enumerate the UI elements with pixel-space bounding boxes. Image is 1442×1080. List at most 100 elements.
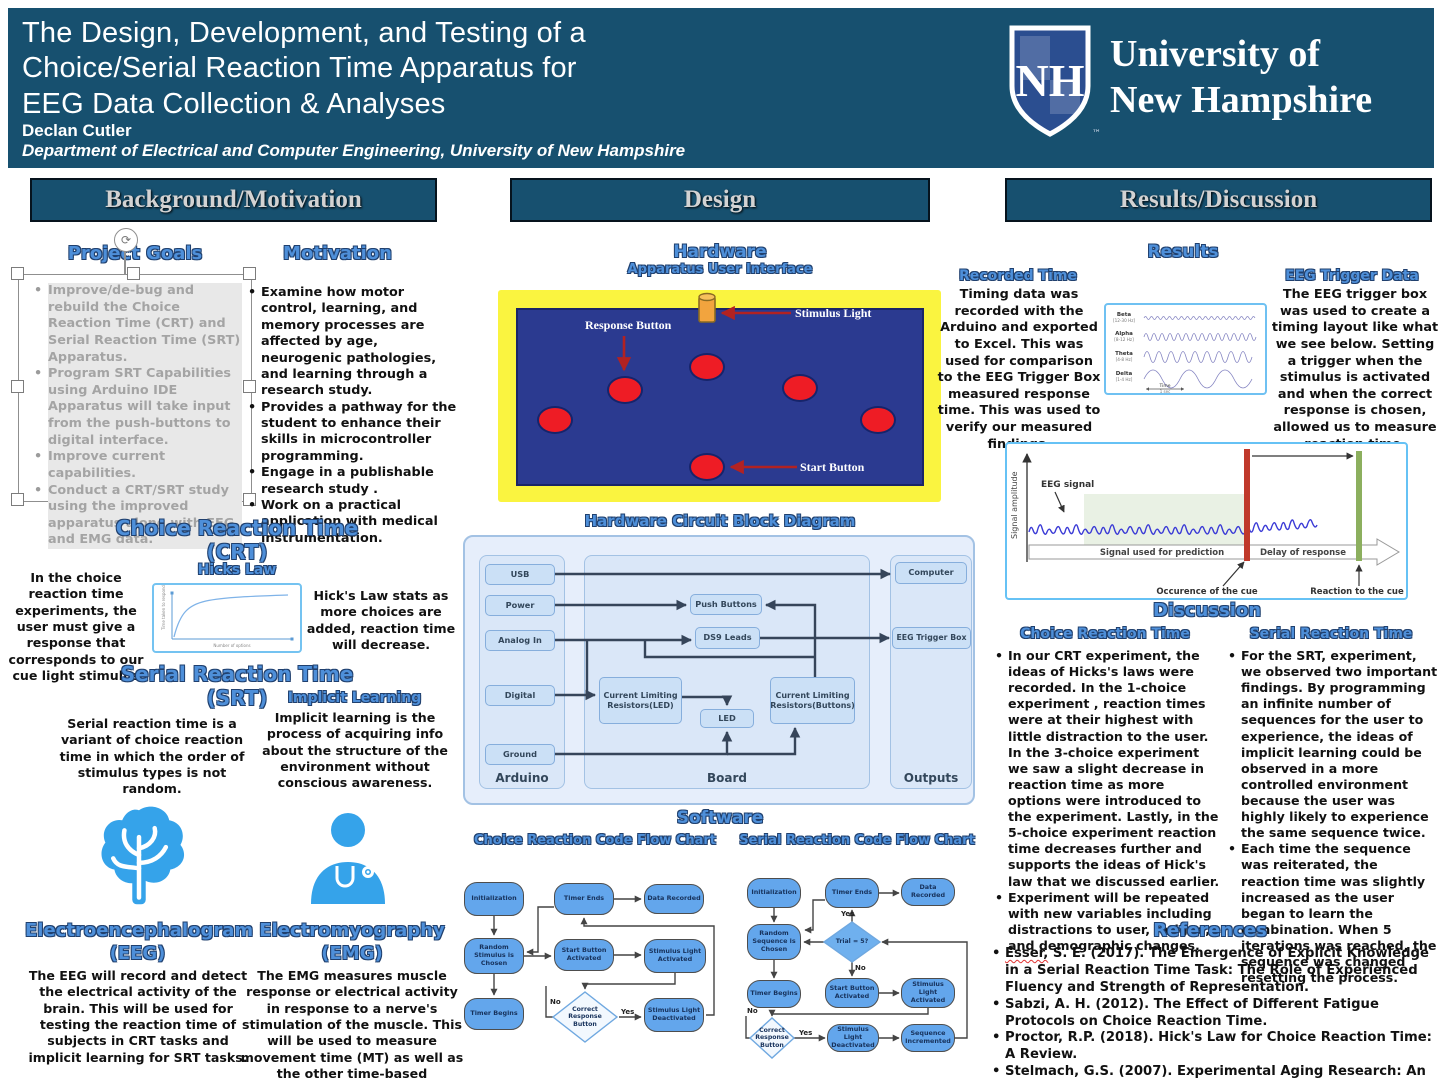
- list-item: •Conduct a CRT/SRT study using the impro…: [34, 482, 242, 549]
- selection-handle-mid-left[interactable]: [11, 380, 24, 393]
- software-heading: Software: [676, 808, 764, 828]
- hicks-law-note: Hick's Law stats as more choices are add…: [306, 588, 456, 653]
- bullet-marker: •: [1228, 648, 1237, 663]
- selection-handle-top-left[interactable]: [11, 267, 24, 280]
- svg-text:[1-4 Hz]: [1-4 Hz]: [1116, 377, 1133, 382]
- list-item: •In our CRT experiment, the ideas of Hic…: [995, 648, 1221, 890]
- serial-flow-chart: Initialization Timer Ends Data Recorded …: [745, 852, 981, 1066]
- reference-text: Sabzi, A. H. (2012). The Effect of Diffe…: [1005, 996, 1379, 1029]
- emg-description: The EMG measures muscle response or elec…: [240, 968, 464, 1080]
- title-line-2: Choice/Serial Reaction Time Apparatus fo…: [22, 52, 577, 85]
- svg-text:Number of options: Number of options: [213, 643, 250, 648]
- list-item: •Stelmach, G.S. (2007). Experimental Agi…: [992, 1064, 1442, 1080]
- crt-heading2: (CRT): [206, 540, 268, 564]
- eeg-trigger-heading: EEG Trigger Data: [1285, 268, 1419, 284]
- discussion-srt-list: •For the SRT, experiment, we observed tw…: [1228, 648, 1440, 986]
- reference-text: Stelmach, G.S. (2007). Experimental Agin…: [1005, 1064, 1426, 1080]
- flow-label-no: No: [550, 998, 561, 1006]
- references-list: • Esser, S. E. (2017). The Emergence of …: [992, 946, 1442, 1080]
- outputs-group: [890, 555, 972, 789]
- circuit-block-diagram: USB Power Analog In Digital Ground Push …: [463, 535, 975, 805]
- apparatus-diagram: Response Button Stimulus Light Start But…: [498, 290, 941, 502]
- selection-handle-bottom-left[interactable]: [11, 493, 24, 506]
- reference-text: Proctor, R.P. (2018). Hick's Law for Cho…: [1005, 1030, 1432, 1063]
- node-ds9-leads: DS9 Leads: [695, 627, 760, 649]
- list-item: •Proctor, R.P. (2018). Hick's Law for Ch…: [992, 1030, 1442, 1064]
- svg-text:Beta: Beta: [1117, 312, 1132, 318]
- srt-description: Serial reaction time is a variant of cho…: [59, 716, 245, 797]
- svg-text:Signal amplitude: Signal amplitude: [1010, 471, 1019, 539]
- flow-label-no: No: [747, 1007, 758, 1015]
- eeg-heading: Electroencephalogram: [25, 920, 254, 941]
- bullet-marker: [34, 399, 48, 449]
- arduino-label: Arduino: [495, 771, 549, 785]
- stimulus-light-label: Stimulus Light: [795, 306, 872, 320]
- selection-handle-mid-right[interactable]: [243, 380, 256, 393]
- flow-node-trial-check: Trial = 5?: [835, 938, 869, 946]
- response-button-label: Response Button: [585, 318, 672, 332]
- bullet-marker: •: [248, 497, 257, 513]
- bullet-text: For the SRT, experiment, we observed two…: [1241, 648, 1438, 841]
- emg-heading: Electromyography: [259, 920, 445, 941]
- bullet-marker: •: [1228, 841, 1237, 857]
- misspelled-word: Esser,: [1005, 946, 1049, 961]
- board-label: Board: [707, 771, 747, 785]
- svg-text:Alpha: Alpha: [1115, 331, 1133, 337]
- rotate-handle-icon[interactable]: ⟳: [114, 228, 138, 252]
- selection-handle-top-center[interactable]: [127, 267, 140, 280]
- bullet-text: Improve/de-bug and rebuild the Choice Re…: [48, 283, 242, 367]
- bullet-text: In our CRT experiment, the ideas of Hick…: [1008, 648, 1220, 889]
- node-push-buttons: Push Buttons: [690, 594, 762, 615]
- eeg-bands-plot: Beta [12-30 Hz] Alpha [8-12 Hz] Theta [4…: [1113, 312, 1257, 393]
- list-item: •Provides a pathway for the student to e…: [248, 400, 458, 466]
- bullet-marker: •: [995, 889, 1004, 905]
- node-clr-buttons: Current Limiting Resistors(Buttons): [770, 677, 855, 724]
- svg-text:Theta: Theta: [1115, 351, 1133, 357]
- results-heading: Results: [1147, 242, 1219, 262]
- list-item: • Esser, S. E. (2017). The Emergence of …: [992, 946, 1442, 997]
- apparatus-arrows: [616, 305, 797, 475]
- response-button[interactable]: [607, 376, 643, 404]
- start-button[interactable]: [689, 453, 725, 481]
- srt-heading2: (SRT): [206, 686, 268, 710]
- flow-node-timer-ends: Timer Ends: [554, 883, 614, 915]
- start-button-label: Start Button: [800, 460, 865, 474]
- motivation-list: •Examine how motor control, learning, an…: [248, 285, 458, 547]
- eeg-description: The EEG will record and detect the elect…: [28, 968, 248, 1065]
- response-button[interactable]: [689, 353, 725, 381]
- poster-title: The Design, Development, and Testing of …: [22, 16, 586, 122]
- hicks-law-chart: Time taken to respond Number of options: [152, 583, 302, 653]
- eeg-heading2: (EEG): [109, 943, 166, 964]
- eeg-trigger-text: The EEG trigger box was used to create a…: [1271, 287, 1439, 452]
- banner-background-motivation: Background/Motivation: [30, 178, 437, 222]
- choice-flow-arrows: [490, 895, 715, 1043]
- university-line1: University of: [1110, 33, 1321, 75]
- node-analog-in: Analog In: [485, 630, 555, 651]
- node-digital: Digital: [485, 685, 555, 706]
- bullet-text: Improve current capabilities.: [48, 449, 242, 483]
- implicit-learning-heading: Implicit Learning: [287, 690, 422, 706]
- flow-node-correct-response: Correct Response Button: [568, 1006, 602, 1028]
- header: The Design, Development, and Testing of …: [8, 8, 1434, 168]
- crt-description: In the choice reaction time experiments,…: [8, 570, 144, 684]
- circuit-heading: Hardware Circuit Block Diagram: [584, 512, 856, 530]
- choice-flow-chart: Initialization Timer Ends Data Recorded …: [458, 852, 724, 1062]
- node-ground: Ground: [485, 744, 555, 765]
- response-button[interactable]: [860, 406, 896, 434]
- flow-node-initialization: Initialization: [747, 878, 801, 908]
- bullet-text: Experiment will be repeated with new var…: [1008, 889, 1212, 953]
- brain-icon: [101, 806, 185, 905]
- unh-shield-logo-icon: NH ™: [1009, 25, 1100, 139]
- flow-node-random-sequence: Random Sequence is Chosen: [747, 924, 801, 960]
- reference-text: Esser, S. E. (2017). The Emergence of Ex…: [1005, 946, 1442, 997]
- flow-node-start-button-activated: Start Button Activated: [825, 978, 879, 1008]
- list-item: •Work on a practical application with me…: [248, 498, 458, 547]
- selection-handle-bottom-right[interactable]: [243, 493, 256, 506]
- response-button[interactable]: [537, 406, 573, 434]
- apparatus-heading: Apparatus User Interface: [627, 262, 813, 277]
- response-button[interactable]: [782, 374, 818, 402]
- recorded-time-text: Timing data was recorded with the Arduin…: [937, 287, 1101, 452]
- svg-text:NH: NH: [1016, 55, 1085, 106]
- node-usb: USB: [485, 564, 555, 585]
- selection-handle-top-right[interactable]: [243, 267, 256, 280]
